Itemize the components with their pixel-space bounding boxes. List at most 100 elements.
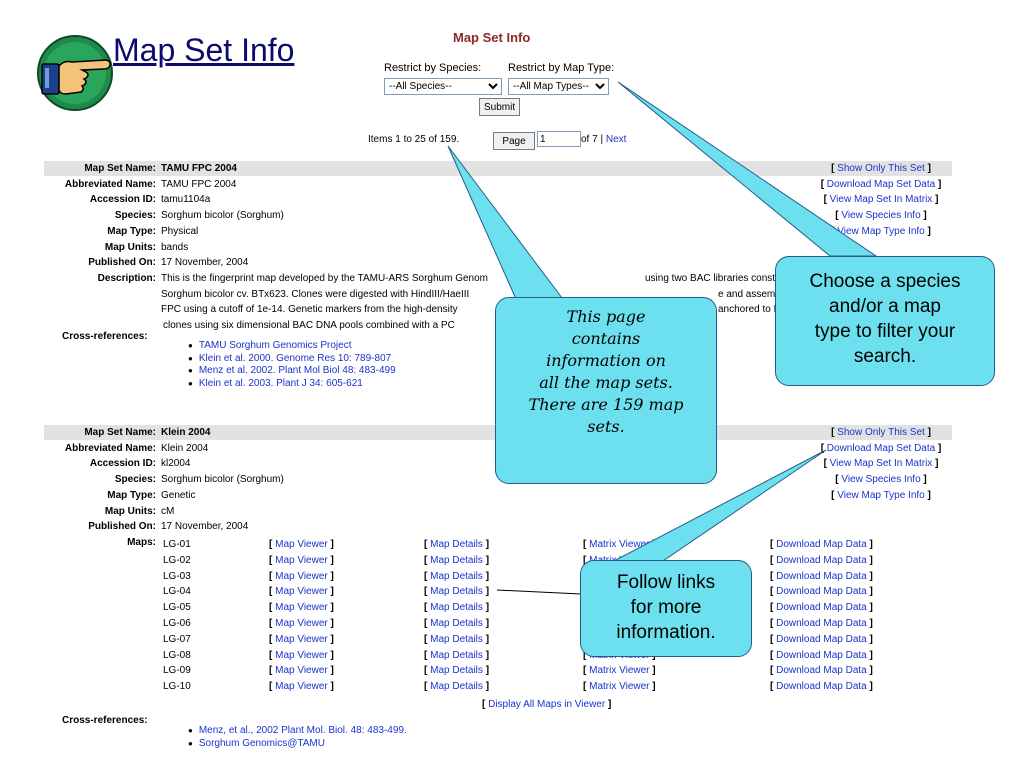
- map-details-link[interactable]: Map Details: [430, 602, 483, 614]
- list-item: Sorghum Genomics@TAMU: [188, 738, 407, 751]
- map-details-link[interactable]: Map Details: [430, 649, 483, 661]
- matrix-viewer-link[interactable]: Matrix Viewer: [589, 665, 650, 677]
- download-map-data-link[interactable]: Download Map Data: [776, 618, 867, 629]
- map-viewer-link[interactable]: Map Viewer: [275, 665, 328, 677]
- map-viewer-link[interactable]: Map Viewer: [275, 681, 328, 693]
- xref-link[interactable]: Menz et al. 2002. Plant Mol Biol 48: 483…: [198, 365, 396, 376]
- map-name: LG-04: [163, 586, 191, 598]
- map-viewer-link[interactable]: Map Viewer: [275, 618, 328, 629]
- bracket: ]: [866, 602, 873, 614]
- download-map-data-link[interactable]: Download Map Data: [776, 633, 867, 645]
- table-row: LG-01[ Map Viewer ][ Map Details ][ Matr…: [0, 537, 1024, 552]
- map-details-link[interactable]: Map Details: [430, 586, 483, 598]
- download-map-data-link[interactable]: Download Map Data: [776, 602, 867, 614]
- bracket: [: [770, 586, 777, 598]
- map-details-link[interactable]: Map Details: [430, 681, 483, 693]
- bracket: ]: [327, 665, 334, 677]
- download-map-data-link[interactable]: Download Map Data: [776, 539, 867, 550]
- download-map-set-data-link[interactable]: Download Map Set Data: [826, 178, 936, 190]
- view-map-type-info-link[interactable]: View Map Type Info: [837, 489, 925, 501]
- callout-line: sets.: [587, 417, 625, 436]
- mapset1-values: TAMU FPC 2004 TAMU FPC 2004 tamu1104a So…: [161, 161, 284, 271]
- download-map-data-link[interactable]: Download Map Data: [776, 649, 867, 661]
- maptype-select[interactable]: --All Map Types--: [508, 78, 609, 95]
- download-map-data-link[interactable]: Download Map Data: [776, 586, 867, 598]
- xref-link[interactable]: Menz, et al., 2002 Plant Mol. Biol. 48: …: [198, 725, 407, 736]
- callout-line: search.: [853, 346, 917, 367]
- bracket: ]: [482, 649, 490, 661]
- view-map-set-in-matrix-link[interactable]: View Map Set In Matrix: [829, 194, 933, 206]
- species-select[interactable]: --All Species--: [384, 78, 502, 95]
- view-species-info-link[interactable]: View Species Info: [841, 210, 921, 222]
- abbrev-value: TAMU FPC 2004: [161, 178, 237, 190]
- bracket: [: [583, 681, 590, 693]
- show-only-this-set-link[interactable]: Show Only This Set: [837, 163, 925, 174]
- download-map-data-link[interactable]: Download Map Data: [776, 665, 867, 677]
- map-details-link[interactable]: Map Details: [430, 633, 483, 645]
- mapset2-values: Klein 2004 Klein 2004 kl2004 Sorghum bic…: [161, 425, 284, 535]
- desc-right: anchored to BA: [718, 304, 787, 315]
- display-all-maps: [ Display All Maps in Viewer ]: [482, 699, 612, 710]
- map-details-link[interactable]: Map Details: [430, 539, 483, 550]
- submit-button[interactable]: Submit: [479, 98, 521, 116]
- table-row: LG-07[ Map Viewer ][ Map Details ][ Matr…: [0, 632, 1024, 647]
- callout-line: information on: [546, 351, 666, 370]
- map-viewer-link[interactable]: Map Viewer: [275, 539, 328, 550]
- bracket: [: [269, 665, 276, 677]
- bracket: [: [424, 602, 431, 614]
- matrix-viewer-link[interactable]: Matrix Viewer: [589, 539, 650, 550]
- label-species: Species:: [114, 210, 156, 222]
- map-details-link[interactable]: Map Details: [430, 570, 483, 582]
- next-link[interactable]: Next: [605, 134, 627, 145]
- map-viewer-link[interactable]: Map Viewer: [275, 649, 328, 661]
- map-details-link[interactable]: Map Details: [430, 554, 483, 566]
- view-species-info-link[interactable]: View Species Info: [841, 474, 921, 486]
- callout-line: Follow links: [616, 572, 716, 593]
- bracket: [: [770, 633, 777, 645]
- map-viewer-link[interactable]: Map Viewer: [275, 586, 328, 598]
- map-viewer-link[interactable]: Map Viewer: [275, 554, 328, 566]
- download-map-data-link[interactable]: Download Map Data: [776, 570, 867, 582]
- page-button[interactable]: Page: [493, 132, 535, 150]
- view-map-type-info-link[interactable]: View Map Type Info: [837, 225, 925, 237]
- desc-line: FPC using a cutoff of 1e-14. Genetic mar…: [161, 304, 458, 316]
- callout-line: and/or a map: [829, 296, 941, 317]
- matrix-viewer-link[interactable]: Matrix Viewer: [589, 681, 650, 693]
- map-details-link[interactable]: Map Details: [430, 618, 483, 629]
- bracket: ]: [866, 665, 873, 677]
- xref-link[interactable]: Klein et al. 2000. Genome Res 10: 789-80…: [198, 352, 392, 364]
- map-viewer-link[interactable]: Map Viewer: [275, 570, 328, 582]
- pointing-hand-logo-icon: [36, 34, 114, 112]
- show-only-this-set-link[interactable]: Show Only This Set: [837, 427, 925, 438]
- bracket: ]: [327, 633, 334, 645]
- xref-link[interactable]: TAMU Sorghum Genomics Project: [198, 340, 352, 351]
- list-item: Menz, et al., 2002 Plant Mol. Biol. 48: …: [188, 725, 407, 738]
- bracket: [: [424, 649, 431, 661]
- map-details-link[interactable]: Map Details: [430, 665, 483, 677]
- page-total: of 7 | Next: [581, 132, 626, 148]
- map-link-cell: [ Map Viewer ]: [269, 616, 334, 632]
- map-viewer-link[interactable]: Map Viewer: [275, 633, 328, 645]
- download-map-data-link[interactable]: Download Map Data: [776, 681, 867, 693]
- bracket: ]: [866, 554, 873, 566]
- download-map-set-data-link[interactable]: Download Map Set Data: [826, 442, 936, 454]
- list-item: TAMU Sorghum Genomics Project: [188, 340, 396, 353]
- download-map-data-link[interactable]: Download Map Data: [776, 554, 867, 566]
- xref-link[interactable]: Klein et al. 2003. Plant J 34: 605-621: [198, 377, 363, 389]
- map-viewer-link[interactable]: Map Viewer: [275, 602, 328, 614]
- desc-right: e and assemble: [718, 289, 789, 300]
- page-number-input[interactable]: [537, 131, 581, 147]
- abbrev-value: Klein 2004: [161, 442, 209, 454]
- items-count: Items 1 to 25 of 159.: [368, 134, 460, 145]
- map-link-cell: [ Map Viewer ]: [269, 569, 334, 585]
- bracket: [: [269, 539, 276, 550]
- view-map-set-in-matrix-link[interactable]: View Map Set In Matrix: [829, 458, 933, 470]
- map-link-cell: [ Download Map Data ]: [770, 679, 873, 695]
- table-row: LG-05[ Map Viewer ][ Map Details ][ Matr…: [0, 600, 1024, 615]
- display-all-maps-link[interactable]: Display All Maps in Viewer: [488, 699, 606, 710]
- xref-link[interactable]: Sorghum Genomics@TAMU: [198, 737, 325, 749]
- bracket: [: [424, 665, 431, 677]
- bracket: ]: [482, 665, 490, 677]
- bracket: ]: [866, 681, 873, 693]
- mapset1-links: [ Show Only This Set ] [ Download Map Se…: [820, 163, 942, 237]
